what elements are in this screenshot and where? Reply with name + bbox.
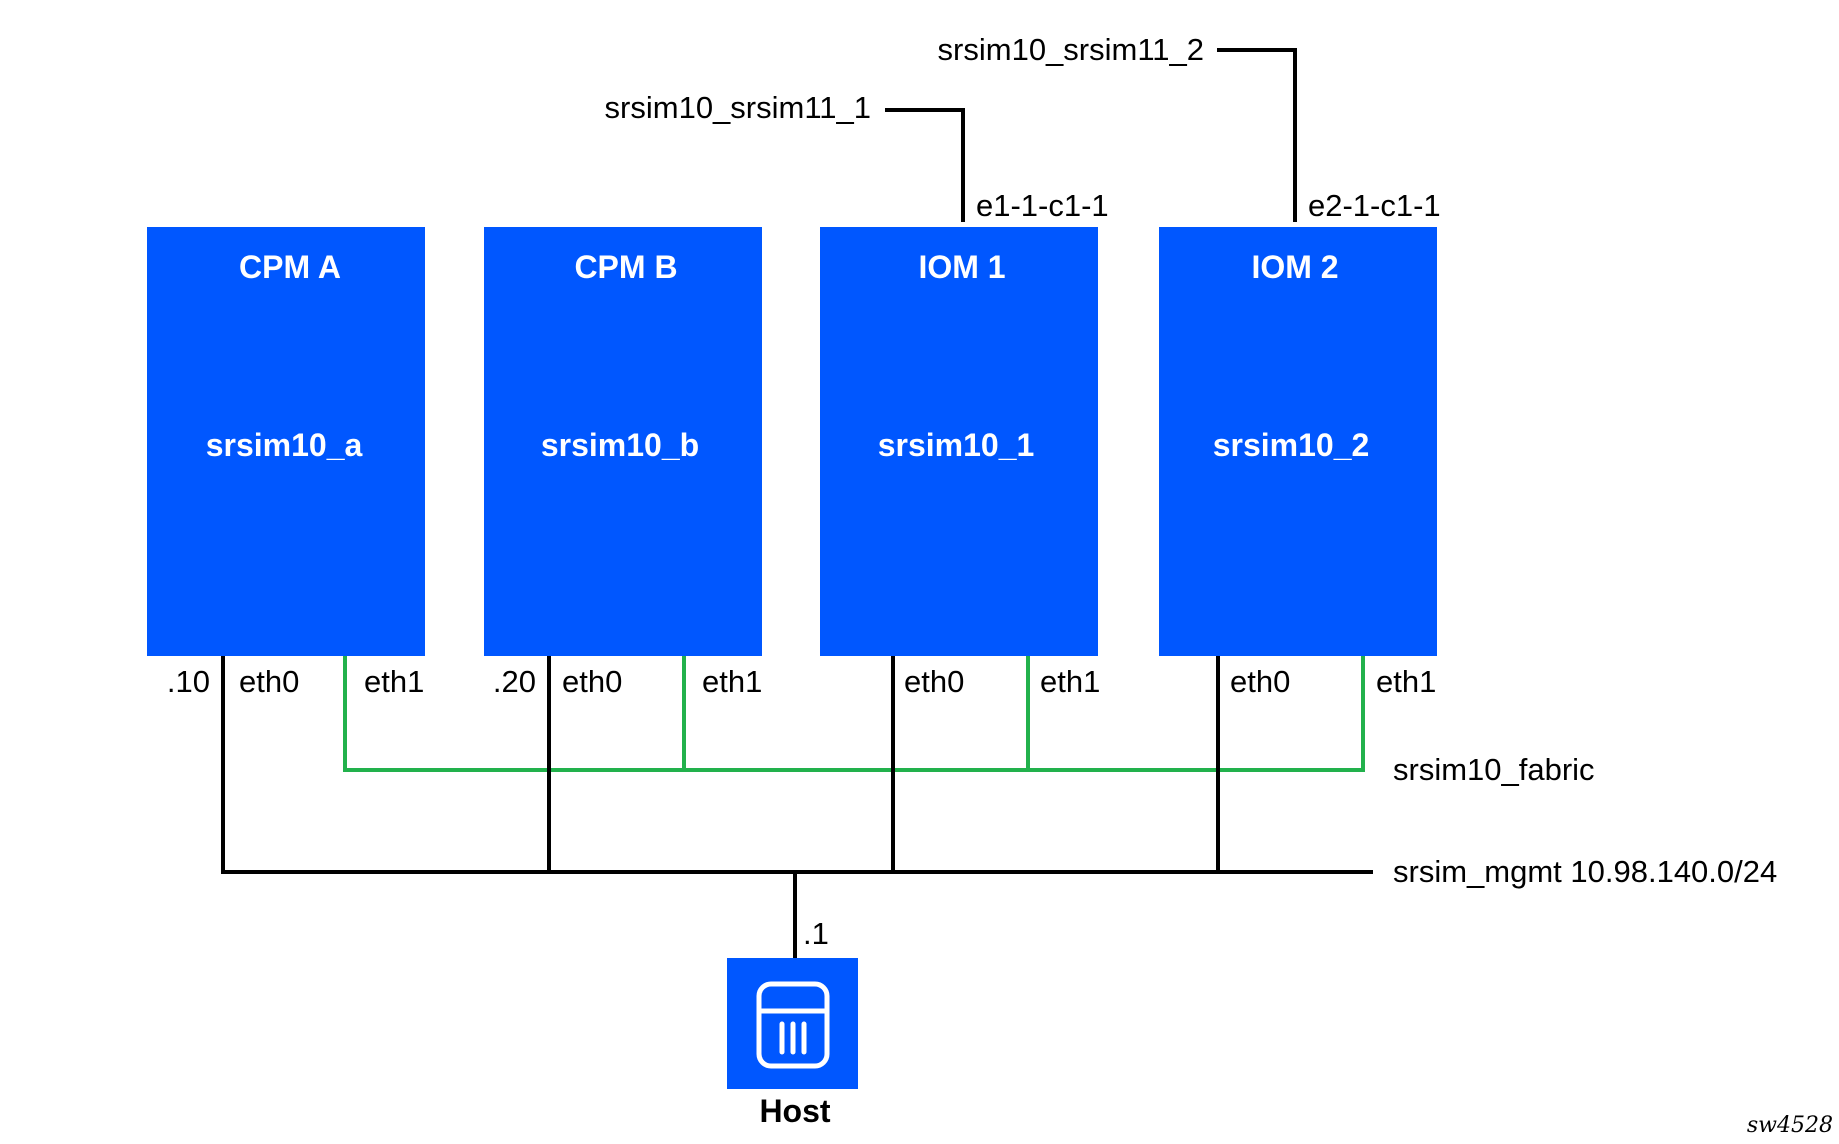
card-iom-1-box [820,227,1098,656]
card-iom-1: IOM 1 srsim10_1 [820,227,1098,656]
eth0-label-cpm-b: eth0 [562,664,622,699]
card-cpm-b-box [484,227,762,656]
port-label-iom2: e2-1-c1-1 [1308,188,1441,223]
card-title: IOM 1 [918,249,1005,285]
eth0-label-iom1: eth0 [904,664,964,699]
card-name: srsim10_a [206,427,363,463]
host-label: Host [759,1093,830,1129]
port-label-iom1: e1-1-c1-1 [976,188,1109,223]
host-node [727,958,858,1089]
link-label-iom1: srsim10_srsim11_1 [605,90,871,125]
card-title: IOM 2 [1251,249,1338,285]
eth1-label-iom1: eth1 [1040,664,1100,699]
eth1-label-cpm-a: eth1 [364,664,424,699]
eth0-label-cpm-a: eth0 [239,664,299,699]
ip-label-cpm-a: .10 [167,664,210,699]
card-name: srsim10_1 [878,427,1035,463]
mgmt-bus [221,656,1373,874]
host-ip-label: .1 [803,916,829,951]
eth0-label-iom2: eth0 [1230,664,1290,699]
card-cpm-b: CPM B srsim10_b [484,227,762,656]
eth1-label-iom2: eth1 [1376,664,1436,699]
figure-id: sw4528 [1747,1113,1833,1138]
card-name: srsim10_b [541,427,699,463]
card-iom-2: IOM 2 srsim10_2 [1159,227,1437,656]
link-wire-iom2 [1217,48,1297,222]
card-name: srsim10_2 [1213,427,1370,463]
card-cpm-a-box [147,227,425,656]
card-title: CPM B [574,249,677,285]
fabric-network-label: srsim10_fabric [1393,752,1595,787]
card-cpm-a: CPM A srsim10_a [147,227,425,656]
ip-label-cpm-b: .20 [493,664,536,699]
mgmt-network-label: srsim_mgmt 10.98.140.0/24 [1393,854,1777,889]
eth1-label-cpm-b: eth1 [702,664,762,699]
card-title: CPM A [239,249,341,285]
card-iom-2-box [1159,227,1437,656]
fabric-bus [343,656,1365,772]
server-icon [756,981,830,1069]
link-wire-iom1 [885,108,965,222]
link-label-iom2: srsim10_srsim11_2 [938,32,1204,67]
